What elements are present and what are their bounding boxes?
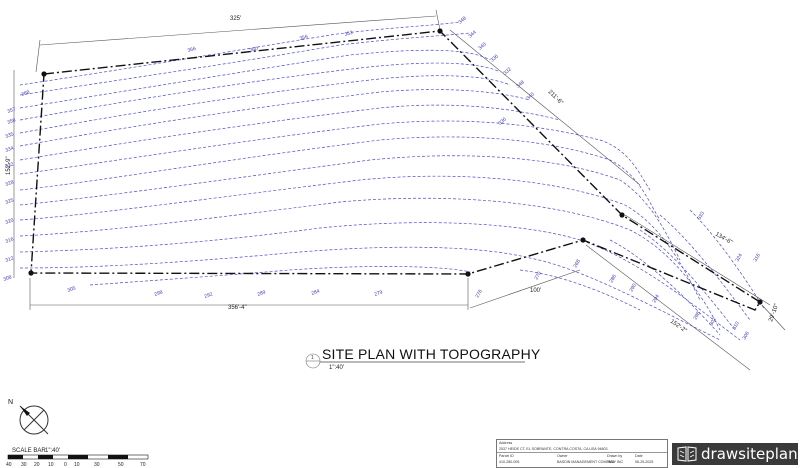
tb-address-label: Address	[499, 441, 513, 445]
scale-tick: 50	[118, 462, 124, 467]
tb-date: 06-25-2025	[635, 460, 654, 464]
book-icon	[677, 446, 697, 462]
dim-top: 325'	[230, 16, 241, 22]
dim-right-end: 29'-10"	[768, 303, 780, 323]
contour-label: 358	[7, 117, 17, 126]
contour-label: 286	[609, 274, 618, 284]
scale-tick: 10	[48, 462, 54, 467]
contour-label: 328	[5, 179, 15, 188]
dim-left: 152'-9"	[6, 156, 12, 175]
scale-tick: 40	[6, 462, 12, 467]
dimension-lines	[13, 9, 786, 371]
brand-name: drawsiteplan	[701, 445, 798, 463]
dim-top-right: 211'-6"	[547, 89, 564, 106]
tb-address: 2537 HEIDE CT, EL SOBRANTE, CONTRA COSTA…	[499, 447, 608, 451]
contour-label: 340	[477, 41, 487, 51]
contour-label: 305	[67, 285, 77, 294]
scale-tick: 0	[64, 462, 67, 467]
contour-label: 325	[5, 197, 15, 206]
tb-owner: BASDIN MANAGEMENT COMPANY INC	[557, 460, 624, 464]
contour-label: 279	[374, 289, 384, 298]
contour-label: 368	[21, 89, 31, 98]
tb-date-label: Date	[635, 454, 643, 458]
scale-tick: 70	[140, 462, 146, 467]
contour-label: 336	[497, 116, 507, 126]
contour-label: 290	[629, 283, 638, 293]
contour-label: 333	[697, 211, 706, 221]
tb-drawn: JMD	[607, 460, 615, 464]
contour-label: 352	[344, 30, 354, 38]
contour-label: 316	[753, 253, 762, 263]
contour-label: 366	[187, 46, 197, 54]
tb-parcel: 410-280-005	[499, 460, 520, 464]
contour-label: 320	[5, 217, 15, 226]
contour-label: 306	[742, 331, 751, 341]
contour-label: 344	[467, 29, 477, 39]
contour-label: 348	[515, 79, 525, 89]
scale-tick: 30	[21, 462, 27, 467]
drawing-scale-note: 1":40'	[329, 365, 344, 371]
detail-number: 1	[311, 355, 314, 361]
contour-label: 308	[3, 274, 13, 283]
north-arrow-icon: N	[8, 399, 49, 435]
contour-label: 310	[732, 321, 741, 331]
title-block: Address 2537 HEIDE CT, EL SOBRANTE, CONT…	[496, 439, 668, 468]
dim-bottom: 356'-4"	[228, 305, 247, 311]
contour-label: 316	[5, 236, 15, 245]
contour-label: 336	[489, 53, 499, 63]
contour-label: 302	[709, 317, 718, 327]
contour-label: 324	[735, 253, 744, 263]
boundary-corners	[28, 28, 763, 305]
scale-bar: 40 30 20 10 0 10 30 50 70	[6, 454, 149, 467]
contour-label: 268	[573, 259, 582, 269]
contour-label: 332	[5, 161, 15, 170]
scale-bar-value: 1":40'	[45, 448, 60, 454]
detail-bubble: 1	[305, 353, 525, 369]
contour-label: 298	[693, 311, 702, 321]
contour-label: 332	[502, 66, 512, 76]
contour-label: 289	[257, 289, 267, 298]
brand-logo: drawsiteplan	[672, 443, 798, 465]
drawing-title: SITE PLAN WITH TOPOGRAPHY	[322, 346, 541, 362]
dim-lower-mid: 100'	[530, 288, 541, 294]
contour-labels: 368 357 358 335 334 332 328 325 320 316 …	[3, 15, 762, 341]
scale-bar-label: SCALE BAR	[12, 448, 46, 454]
contour-label: 356	[299, 34, 309, 42]
contour-label: 357	[7, 106, 17, 115]
contour-label: 335	[5, 131, 15, 140]
tb-drawn-label: Drawn by	[607, 454, 623, 458]
dim-right: 134'-6"	[714, 232, 733, 247]
scale-tick: 10	[74, 462, 80, 467]
contour-label: 276	[475, 289, 484, 299]
tb-parcel-label: Parcel ID	[499, 454, 514, 458]
contour-label: 334	[5, 145, 15, 154]
contour-label: 348	[457, 15, 467, 25]
svg-text:N: N	[8, 399, 13, 406]
scale-tick: 20	[34, 462, 40, 467]
contour-label: 294	[652, 294, 661, 304]
contour-label: 292	[204, 291, 214, 300]
contour-label: 284	[311, 288, 321, 297]
contour-label: 298	[154, 289, 164, 298]
tb-owner-label: Owner	[557, 454, 568, 458]
contour-lines	[19, 21, 766, 341]
scale-tick: 30	[94, 462, 100, 467]
contour-label: 312	[5, 255, 15, 264]
contour-label: 270	[534, 271, 543, 281]
contour-label: 360	[249, 46, 259, 54]
contour-label: 340	[525, 91, 535, 101]
property-boundary	[30, 30, 761, 311]
dim-bottom-right: 152'-2"	[669, 319, 688, 335]
